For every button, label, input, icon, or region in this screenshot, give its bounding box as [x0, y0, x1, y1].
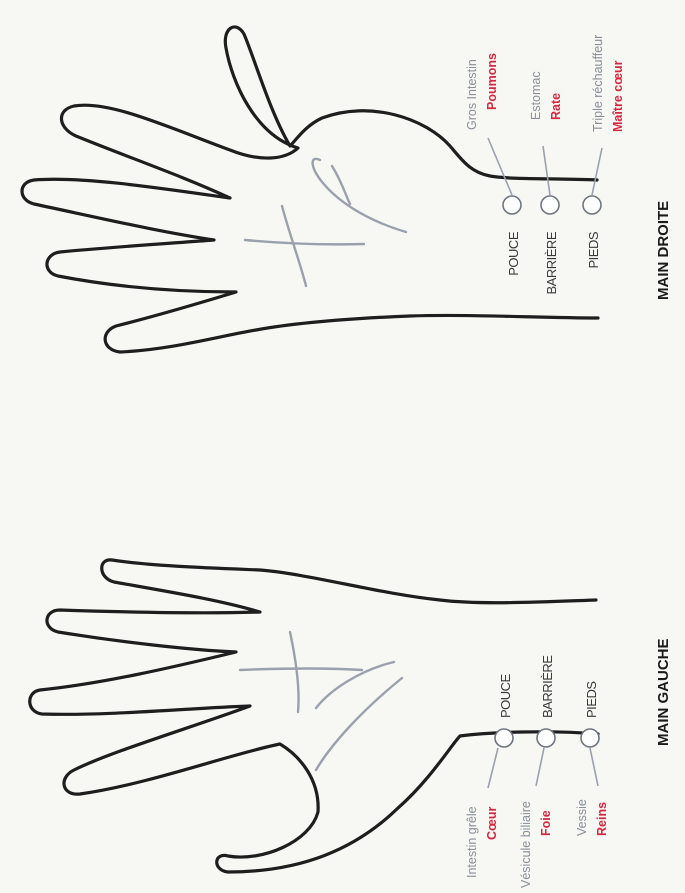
pulse-position-label: POUCE	[506, 231, 521, 276]
left-hand-title: MAIN GAUCHE	[655, 639, 672, 747]
right-hand-crease-2	[282, 206, 306, 286]
leader-line	[543, 146, 550, 195]
organ-yang-label: Vessie	[575, 799, 589, 836]
left-pulse-barriere[interactable]: BARRIÈRE	[536, 655, 555, 786]
left-hand-crease-4	[316, 678, 402, 770]
right-pulse-pouce[interactable]: POUCE	[488, 138, 521, 276]
organ-yang-label: Gros Intestin	[465, 59, 479, 130]
pulse-point-icon[interactable]	[537, 729, 555, 747]
pulse-position-label: BARRIÈRE	[544, 231, 559, 294]
organ-yin-label: Poumons	[485, 53, 499, 110]
left-hand-crease-1	[240, 669, 362, 671]
right-hand-crease-3	[332, 166, 350, 204]
pulse-position-label: PIEDS	[584, 681, 599, 718]
leader-line	[488, 748, 498, 788]
left-pulse-pouce[interactable]: POUCE	[488, 673, 513, 788]
right-hand-crease-1	[245, 240, 364, 244]
right-hand-crease-4	[313, 159, 406, 232]
organ-yin-label: Maître cœur	[611, 60, 625, 132]
pulse-point-icon[interactable]	[495, 729, 513, 747]
leader-line	[488, 138, 512, 195]
leader-line	[536, 748, 544, 786]
pulse-point-icon[interactable]	[503, 196, 521, 214]
pulse-point-icon[interactable]	[541, 196, 559, 214]
pulse-point-icon[interactable]	[581, 729, 599, 747]
organ-yin-label: Rate	[549, 93, 563, 120]
organ-yang-label: Intestin grêle	[465, 806, 479, 878]
right-pulse-barriere[interactable]: BARRIÈRE	[541, 146, 559, 294]
pulse-position-label: POUCE	[498, 673, 513, 718]
right-hand	[22, 27, 598, 352]
organ-yin-label: Cœur	[485, 807, 499, 840]
leader-line	[590, 748, 598, 786]
pulse-position-label: PIEDS	[586, 231, 601, 268]
left-pulse-pieds[interactable]: PIEDS	[581, 681, 599, 786]
organ-yin-label: Foie	[539, 810, 553, 836]
organ-yang-label: Triple réchauffeur	[591, 35, 605, 132]
organ-yin-label: Reins	[595, 802, 609, 836]
pulse-point-icon[interactable]	[583, 196, 601, 214]
leader-line	[592, 148, 602, 195]
right-hand-outline	[22, 27, 598, 352]
right-hand-title: MAIN DROITE	[655, 201, 672, 300]
organ-yang-label: Estomac	[529, 71, 543, 120]
organ-yang-label: Vésicule biliaire	[519, 801, 533, 888]
left-hand-crease-2	[290, 632, 299, 712]
right-pulse-pieds[interactable]: PIEDS	[583, 148, 602, 269]
pulse-position-label: BARRIÈRE	[540, 655, 555, 718]
